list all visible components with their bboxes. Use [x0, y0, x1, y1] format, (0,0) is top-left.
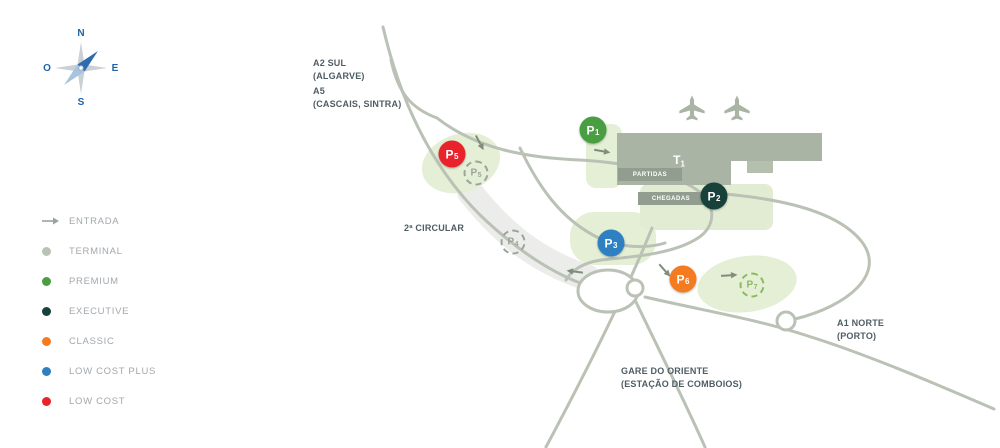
terminal-building — [617, 133, 822, 205]
road-label-a5: A5 (CASCAIS, SINTRA) — [313, 86, 402, 109]
direction-arrows — [475, 135, 738, 279]
legend-item-executive: EXECUTIVE — [42, 302, 156, 320]
classic-dot-icon — [42, 336, 51, 346]
legend-label: LOW COST — [69, 395, 126, 407]
legend-item-terminal: TERMINAL — [42, 242, 156, 260]
legend-item-entrada: ENTRADA — [42, 212, 156, 230]
legend-item-classic: CLASSIC — [42, 332, 156, 350]
low-cost-dot-icon — [42, 396, 51, 406]
compass-star — [55, 42, 107, 94]
terminal-dot-icon — [42, 246, 51, 256]
airplane-icons — [679, 95, 750, 121]
legend-label: EXECUTIVE — [69, 305, 130, 317]
compass-west-label: O — [43, 63, 51, 74]
compass-north-label: N — [77, 28, 84, 39]
legend-label: LOW COST PLUS — [69, 365, 157, 377]
executive-dot-icon — [42, 306, 51, 316]
road-label-gare-do-oriente: GARE DO ORIENTE (ESTAÇÃO DE COMBOIOS) — [621, 366, 743, 389]
legend-item-low-cost-plus: LOW COST PLUS — [42, 362, 156, 380]
road-label-a1-norte: A1 NORTE (PORTO) — [837, 318, 885, 341]
legend: ENTRADA TERMINAL PREMIUM EXECUTIVE CLASS… — [42, 212, 156, 422]
legend-label: CLASSIC — [69, 335, 115, 347]
legend-label: TERMINAL — [69, 245, 123, 257]
airplane-icon — [724, 95, 750, 121]
legend-label: ENTRADA — [69, 215, 120, 227]
compass-south-label: S — [78, 97, 85, 108]
partidas-label: PARTIDAS — [632, 172, 668, 178]
legend-item-low-cost: LOW COST — [42, 392, 156, 410]
terminal-t1-label: T1 — [673, 153, 685, 169]
airplane-icon — [679, 95, 705, 121]
partidas-band — [618, 168, 682, 181]
compass-east-label: E — [112, 63, 119, 74]
legend-label: PREMIUM — [69, 275, 119, 287]
low-cost-plus-dot-icon — [42, 366, 51, 376]
legend-item-premium: PREMIUM — [42, 272, 156, 290]
road-label-2a-circular: 2ª CIRCULAR — [404, 223, 465, 233]
compass-letters: N E S O — [43, 28, 119, 108]
chegadas-band — [638, 192, 704, 205]
road-label-a2-sul: A2 SUL (ALGARVE) — [313, 58, 365, 81]
entrada-arrow-icon — [42, 217, 69, 225]
compass-rose: N E S O — [43, 28, 119, 108]
premium-dot-icon — [42, 276, 51, 286]
chegadas-label: CHEGADAS — [651, 196, 691, 202]
